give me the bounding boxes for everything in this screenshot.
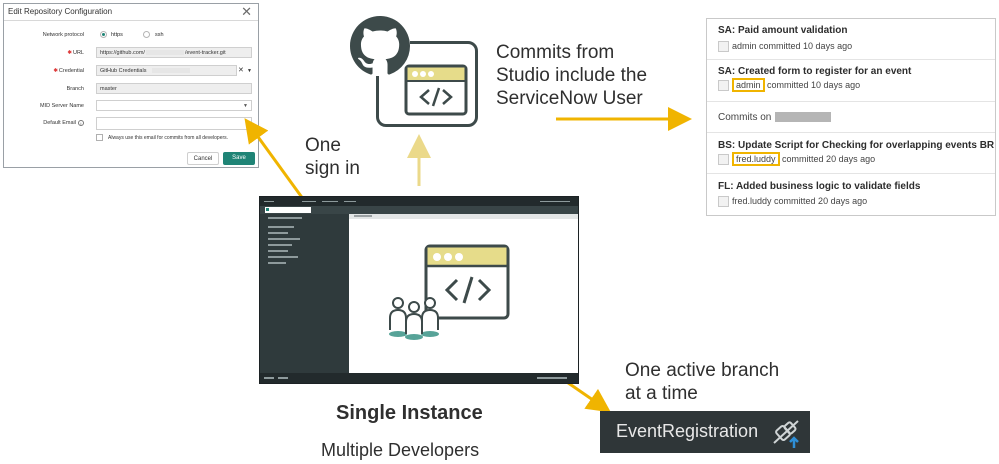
commits-note-label: Commits from Studio include the ServiceN… — [496, 42, 648, 109]
multiple-developers-subtitle: Multiple Developers — [321, 440, 480, 460]
studio-bottom-bar — [260, 373, 578, 383]
avatar — [718, 154, 729, 166]
commit-meta: fred.luddy committed 20 days ago — [718, 152, 875, 166]
credential-row: ✱Credential GitHub Credentials ✕ ▼ — [4, 65, 260, 77]
avatar — [718, 196, 729, 208]
always-use-email-checkbox[interactable] — [96, 134, 103, 141]
cancel-button[interactable]: Cancel — [187, 152, 219, 165]
commit-title: SA: Paid amount validation — [718, 25, 848, 36]
code-window-icon — [404, 64, 468, 116]
commit-row[interactable]: FL: Added business logic to validate fie… — [707, 174, 995, 215]
commit-title: BS: Update Script for Checking for overl… — [718, 140, 995, 151]
studio-tab-bar — [260, 206, 578, 214]
commits-panel: SA: Paid amount validation admin committ… — [706, 18, 996, 216]
arrow-to-dialog — [244, 118, 308, 204]
url-field[interactable]: https://github.com//event-tracker.git — [96, 47, 252, 58]
mid-server-row: MID Server Name ▼ — [4, 100, 260, 112]
commit-row[interactable]: SA: Paid amount validation admin committ… — [707, 19, 995, 60]
branch-label: Branch — [66, 86, 84, 92]
one-active-branch-label: One active branch at a time — [625, 360, 780, 404]
one-sign-in-label: One sign in — [305, 135, 360, 179]
code-window-icon — [424, 244, 510, 320]
edit-repository-dialog: Edit Repository Configuration ✕ Network … — [3, 3, 259, 168]
branch-field[interactable]: master — [96, 83, 252, 94]
credential-field[interactable]: GitHub Credentials — [96, 65, 237, 76]
https-radio[interactable] — [100, 31, 107, 38]
single-instance-title: Single Instance — [336, 402, 483, 424]
commits-on-label: Commits on — [718, 112, 832, 123]
commit-title: FL: Added business logic to validate fie… — [718, 181, 921, 192]
studio-screenshot — [259, 196, 579, 384]
mid-server-label: MID Server Name — [39, 103, 84, 109]
branch-name: EventRegistration — [616, 421, 759, 441]
url-label: ✱URL — [67, 50, 84, 56]
ssh-radio-label: ssh — [155, 32, 164, 38]
credential-label: ✱Credential — [53, 68, 84, 74]
commit-row[interactable]: BS: Update Script for Checking for overl… — [707, 132, 995, 174]
commit-user-highlighted[interactable]: admin — [732, 78, 765, 92]
ssh-radio[interactable] — [143, 31, 150, 38]
avatar — [718, 80, 729, 92]
clear-icon[interactable]: ✕ — [238, 67, 244, 74]
info-icon[interactable]: i — [78, 119, 84, 126]
studio-sidebar — [260, 214, 349, 373]
network-protocol-row: Network protocol https ssh — [4, 29, 260, 41]
save-button[interactable]: Save — [223, 152, 255, 165]
mid-server-select[interactable]: ▼ — [96, 100, 252, 111]
commit-meta: admin committed 10 days ago — [718, 78, 860, 92]
commit-row[interactable]: SA: Created form to register for an even… — [707, 60, 995, 102]
redacted-date — [775, 112, 832, 123]
branch-row: Branch master — [4, 83, 260, 95]
commit-title: SA: Created form to register for an even… — [718, 66, 912, 77]
commit-user-highlighted[interactable]: fred.luddy — [732, 152, 780, 166]
github-icon — [350, 16, 410, 76]
network-protocol-label: Network protocol — [42, 32, 84, 38]
commit-user[interactable]: fred.luddy — [732, 196, 772, 206]
commit-user[interactable]: admin — [732, 41, 757, 51]
always-use-email-label: Always use this email for commits from a… — [108, 135, 229, 141]
studio-top-bar — [260, 197, 578, 206]
disconnect-plug-icon[interactable] — [770, 417, 804, 449]
commit-meta: fred.luddy committed 20 days ago — [718, 196, 867, 208]
chevron-down-icon[interactable]: ▼ — [247, 68, 252, 74]
close-icon[interactable]: ✕ — [241, 4, 252, 19]
https-radio-label: https — [111, 32, 123, 38]
avatar — [718, 41, 729, 53]
url-row: ✱URL https://github.com//event-tracker.g… — [4, 47, 260, 59]
developers-icon — [389, 297, 439, 340]
dialog-title: Edit Repository Configuration — [4, 4, 258, 21]
active-branch-chip[interactable]: EventRegistration — [600, 411, 810, 453]
always-use-email-row: Always use this email for commits from a… — [4, 132, 260, 144]
commit-meta: admin committed 10 days ago — [718, 41, 852, 53]
chevron-down-icon: ▼ — [243, 103, 248, 109]
